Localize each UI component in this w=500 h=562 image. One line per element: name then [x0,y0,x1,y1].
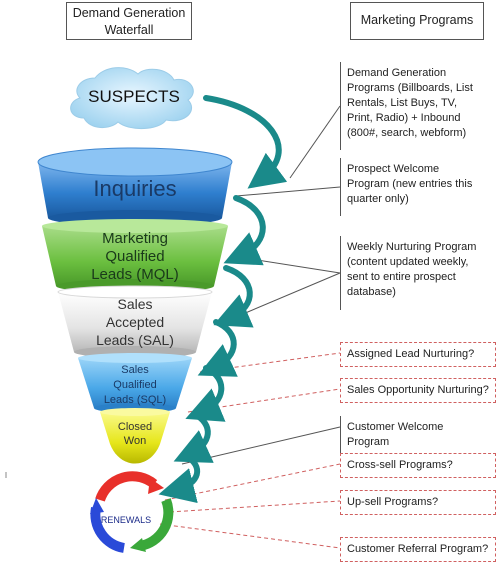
connector-line [187,388,341,413]
flow-arrow-4 [197,319,238,377]
funnel-stage-closed-won: Closed Won [100,408,170,464]
funnel-label-sql-2: Qualified [113,379,156,391]
flow-arrow-6 [173,411,214,463]
flow-arrow-3 [213,265,254,328]
funnel-label-mql-1: Marketing [102,230,168,247]
program-prospect-welcome-program-new-entries-thi: Prospect Welcome Program (new entries th… [340,158,490,216]
suspects-label: SUSPECTS [88,87,180,106]
connector-line [159,523,341,549]
program-customer-welcome-program: Customer Welcome Program [340,416,490,454]
program-sales-opportunity-nurturing: Sales Opportunity Nurturing? [340,378,496,403]
flow-arrow-5 [185,365,226,422]
connector-line [289,105,341,179]
funnel-stage-inquiries: Inquiries [37,147,233,226]
renewals-cycle: RENEWALS [90,471,174,553]
program-cross-sell-programs: Cross-sell Programs? [340,453,496,478]
funnel-label-mql-2: Qualified [105,248,164,265]
connector-line [235,186,341,197]
header-marketing-programs: Marketing Programs [350,2,484,40]
renewals-label: RENEWALS [101,515,151,525]
flow-arrow-2 [223,195,266,266]
funnel-stage-sql: Sales Qualified Leads (SQL) [78,353,192,413]
funnel-label-closed-1: Closed [118,421,152,433]
program-demand-generation-programs-billboards-li: Demand Generation Programs (Billboards, … [340,62,490,150]
funnel-label-sal-3: Leads (SAL) [96,332,174,348]
funnel-label-closed-2: Won [124,435,146,447]
funnel-stage-mql: Marketing Qualified Leads (MQL) [42,219,228,293]
funnel-label-inquiries-1: Inquiries [93,176,176,201]
funnel-stage-sal: Sales Accepted Leads (SAL) [57,285,213,358]
flow-arrow-1 [203,95,288,189]
header-demand-generation-waterfall: Demand Generation Waterfall [66,2,192,40]
funnel-label-mql-3: Leads (MQL) [91,266,179,283]
program-weekly-nurturing-program-content-updated: Weekly Nurturing Program (content update… [340,236,490,310]
funnel: Inquiries Marketing Qualified Leads (MQL… [37,147,233,464]
funnel-label-sal-2: Accepted [106,314,164,330]
connector-line [169,500,341,513]
program-customer-referral-program: Customer Referral Program? [340,537,496,562]
flow-arrows [158,95,288,504]
program-up-sell-programs: Up-sell Programs? [340,490,496,515]
program-assigned-lead-nurturing: Assigned Lead Nurturing? [340,342,496,367]
funnel-label-sal-1: Sales [117,296,152,312]
suspects-cloud: SUSPECTS [70,67,194,129]
funnel-label-sql-3: Leads (SQL) [104,394,166,406]
flow-arrow-7 [158,453,201,504]
connector-line [231,255,341,274]
funnel-label-sql-1: Sales [121,364,149,376]
